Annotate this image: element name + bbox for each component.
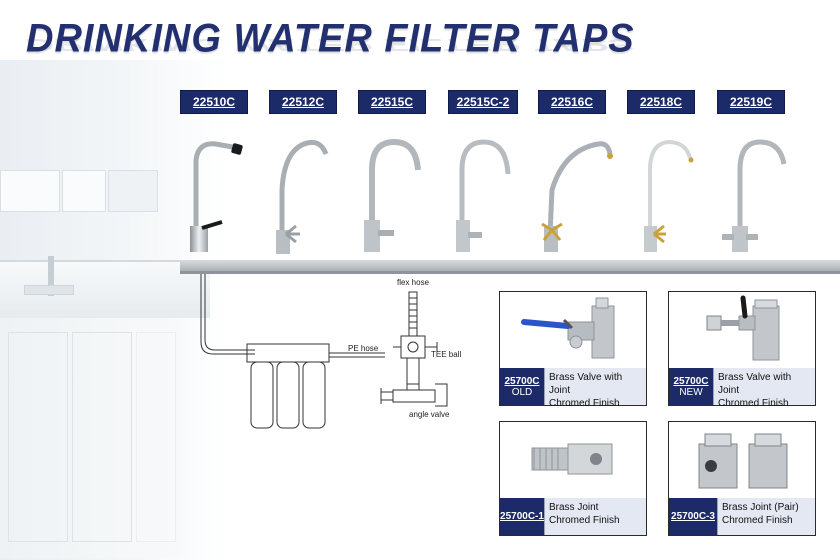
model-label-22510c: 22510C: [180, 90, 248, 114]
page-title: DRINKING WATER FILTER TAPS: [26, 16, 635, 62]
model-label-22512c: 22512C: [269, 90, 337, 114]
product-code-sub: OLD: [511, 386, 533, 398]
product-code: 25700C: [504, 375, 540, 387]
product-card-25700c-3: 25700C-3 Brass Joint (Pair) Chromed Fini…: [668, 421, 816, 536]
model-label-22515c: 22515C: [358, 90, 426, 114]
product-description: Brass Joint (Pair) Chromed Finish: [717, 498, 815, 535]
model-label-22516c: 22516C: [538, 90, 606, 114]
product-code-cell: 25700C NEW: [669, 368, 713, 405]
product-card-25700c-new: 25700C NEW Brass Valve with Joint Chrome…: [668, 291, 816, 409]
product-code-cell: 25700C OLD: [500, 368, 544, 405]
product-desc-line2: Chromed Finish: [718, 398, 789, 409]
product-desc-line1: Brass Joint (Pair): [722, 502, 799, 513]
counter-shelf: [180, 260, 840, 273]
diagram-lines: [200, 274, 448, 429]
tap-22512c-image: [276, 139, 329, 254]
product-description: Brass Valve with Joint Chromed Finish: [544, 368, 646, 409]
product-code: 25700C-3: [671, 511, 715, 522]
product-code-sub: NEW: [679, 386, 703, 398]
angle-valve-label: angle valve: [409, 410, 450, 419]
model-label-22519c: 22519C: [717, 90, 785, 114]
product-card-25700c-1: 25700C-1 Brass Joint Chromed Finish: [499, 421, 647, 536]
model-label-22518c: 22518C: [627, 90, 695, 114]
product-description: Brass Joint Chromed Finish: [544, 498, 646, 535]
product-desc-line2: Chromed Finish: [549, 515, 620, 526]
product-code: 25700C-1: [500, 511, 544, 522]
product-desc-line1: Brass Valve with Joint: [549, 372, 623, 396]
brass-joint-image: [531, 443, 613, 475]
brass-valve-new-image: [706, 295, 780, 361]
product-desc-line1: Brass Valve with Joint: [718, 372, 792, 396]
pe-hose-label: PE hose: [348, 344, 379, 353]
flex-hose-label: flex hose: [397, 278, 430, 287]
product-desc-line2: Chromed Finish: [549, 398, 620, 409]
product-code-cell: 25700C-3: [669, 498, 717, 535]
installation-diagram: flex hose PE hose TEE ball angle valve: [185, 274, 480, 444]
tap-22519c-image: [722, 139, 787, 252]
model-label-22515c-2: 22515C-2: [448, 90, 518, 114]
tap-22510c-image: [190, 141, 243, 252]
tap-22515c-2-image: [456, 139, 511, 252]
tap-22516c-image: [541, 141, 613, 252]
product-desc-line1: Brass Joint: [549, 502, 599, 513]
product-desc-line2: Chromed Finish: [722, 515, 793, 526]
tap-22518c-image: [644, 139, 694, 252]
counter-edge: [180, 271, 840, 274]
title-reflection: DRINKING WATER FILTER TAPS: [26, 35, 635, 54]
product-code: 25700C: [673, 375, 709, 387]
brass-joint-pair-image: [698, 433, 788, 489]
tee-ball-label: TEE ball: [431, 350, 462, 359]
kitchen-background: [0, 60, 230, 560]
tap-22515c-image: [364, 138, 421, 252]
brass-valve-old-image: [521, 297, 615, 359]
product-code-cell: 25700C-1: [500, 498, 544, 535]
product-description: Brass Valve with Joint Chromed Finish: [713, 368, 815, 409]
product-card-25700c-old: 25700C OLD Brass Valve with Joint Chrome…: [499, 291, 647, 409]
